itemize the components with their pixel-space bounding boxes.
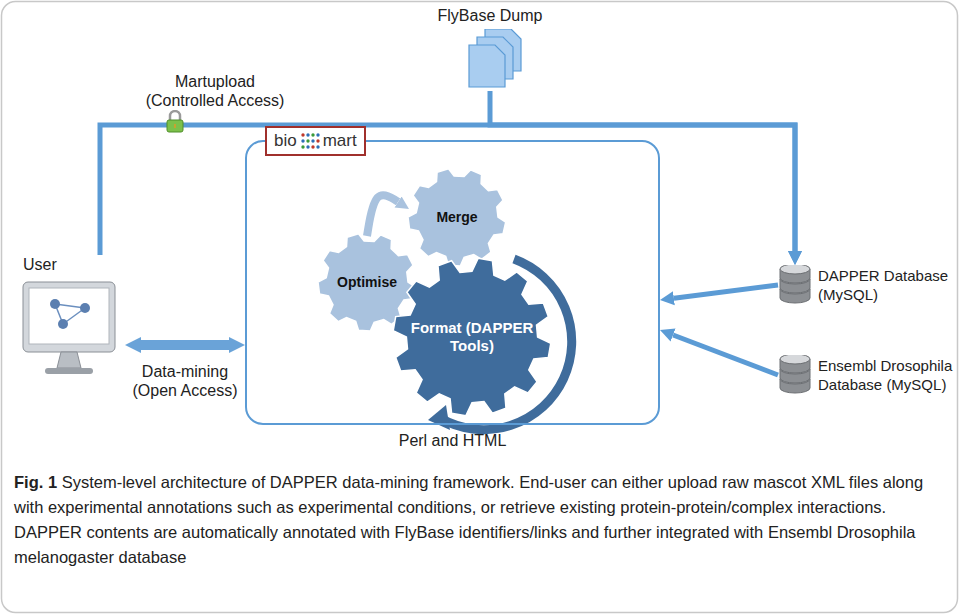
computer-icon (15, 278, 123, 378)
database-label: Ensembl Drosophila Database (MySQL) (818, 356, 954, 394)
database-icon (778, 265, 812, 305)
gear-label: Merge (416, 208, 498, 226)
flow-arrow (490, 91, 795, 251)
database-label: DAPPER Database (MySQL) (818, 266, 954, 304)
database-node: DAPPER Database (MySQL) (778, 265, 956, 305)
gear-label: Format (DAPPER Tools) (406, 319, 537, 355)
logo-text: mart (323, 131, 357, 151)
gear-label: Optimise (326, 273, 408, 291)
flow-arrow (141, 340, 229, 350)
data-source: FlyBase Dump (430, 6, 550, 89)
logo-text: bio (274, 131, 297, 151)
logo-dots (300, 132, 320, 150)
user-label: User (23, 255, 125, 274)
process-gear: Merge (407, 167, 507, 267)
lock-icon (167, 111, 183, 132)
cycle-arrow (367, 195, 398, 236)
database-node: Ensembl Drosophila Database (MySQL) (778, 355, 956, 395)
source-label: FlyBase Dump (430, 6, 550, 25)
flow-arrow (674, 285, 778, 298)
biomart-panel: Perl and HTMLbiomartMergeOptimiseFormat … (245, 140, 660, 425)
flow-arrow (673, 335, 778, 375)
process-gear: Format (DAPPER Tools) (392, 257, 552, 417)
connector-label: Data-mining (Open Access) (125, 362, 245, 400)
database-icon (778, 355, 812, 395)
document-stack-icon (457, 29, 523, 89)
panel-caption: Perl and HTML (247, 431, 658, 450)
connector-label: Martupload (Controlled Access) (139, 72, 291, 110)
figure-caption: Fig. 1 System-level architecture of DAPP… (14, 470, 945, 570)
user-node: User (15, 255, 125, 378)
cycle-arrow-head (428, 405, 450, 430)
biomart-logo: bio mart (265, 126, 366, 156)
